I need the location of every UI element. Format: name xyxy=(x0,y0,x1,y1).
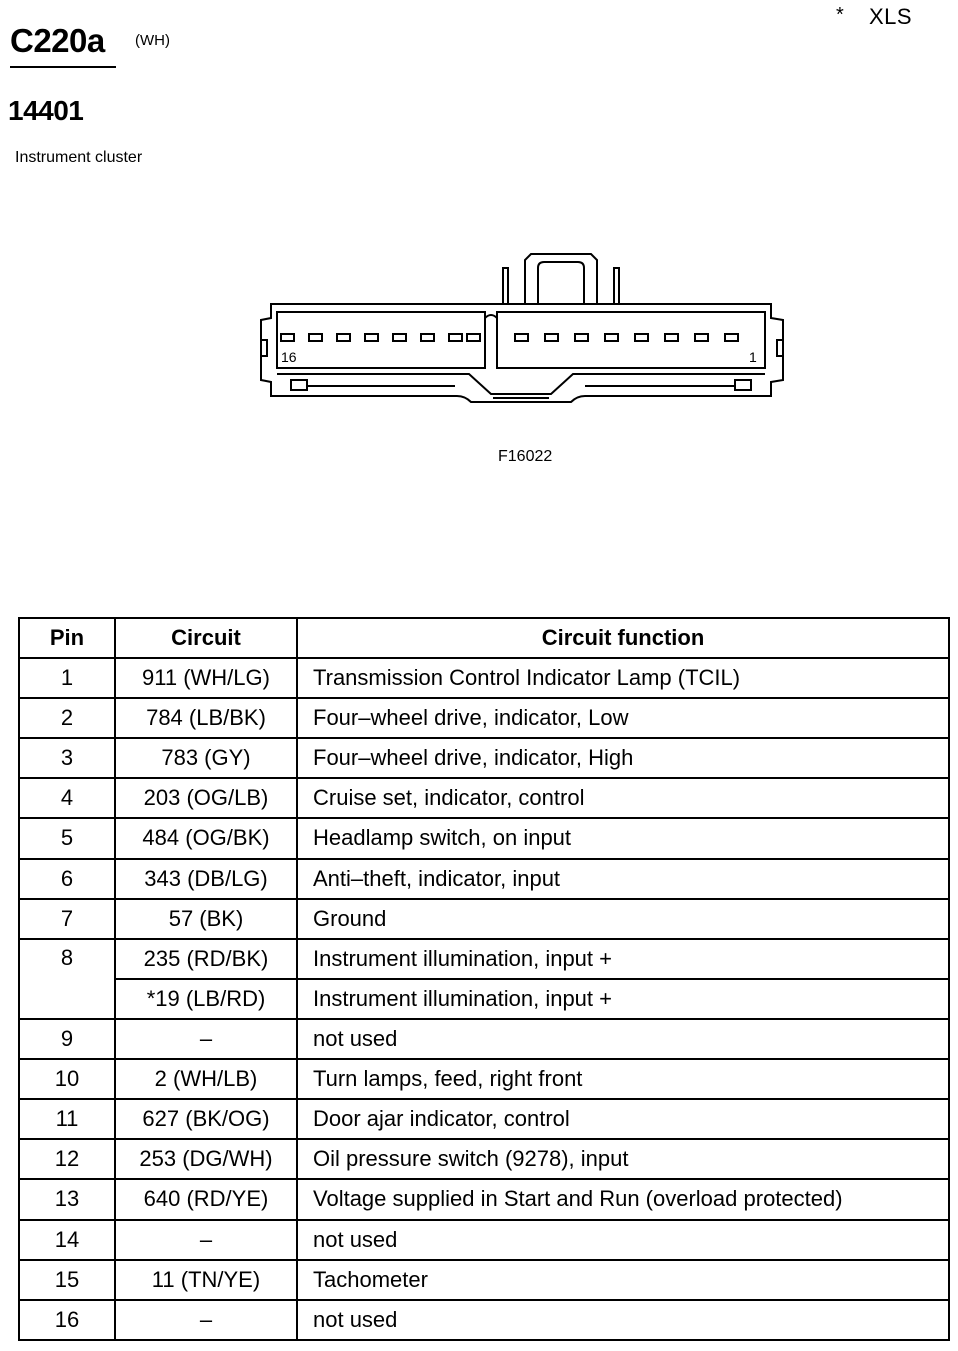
pin-cell: 3 xyxy=(18,737,116,780)
connector-latch xyxy=(524,253,598,304)
table-row: 13 640 (RD/YE) Voltage supplied in Start… xyxy=(18,1178,950,1221)
function-cell: Instrument illumination, input + xyxy=(296,937,950,980)
connector-latch-inner xyxy=(537,261,585,304)
pin-cell: 13 xyxy=(18,1178,116,1221)
circuit-cell: 640 (RD/YE) xyxy=(114,1178,298,1221)
connector-post-right xyxy=(613,267,620,304)
function-cell: Voltage supplied in Start and Run (overl… xyxy=(296,1178,950,1221)
circuit-cell: 911 (WH/LG) xyxy=(114,656,298,700)
pin-cell: 5 xyxy=(18,817,116,860)
pin-cell: 16 xyxy=(18,1298,116,1342)
function-cell: Ground xyxy=(296,897,950,940)
circuit-cell: – xyxy=(114,1218,298,1261)
circuit-cell: 343 (DB/LG) xyxy=(114,857,298,900)
circuit-cell: 784 (LB/BK) xyxy=(114,697,298,740)
variant-marker: * xyxy=(836,4,844,26)
table-row: 8 235 (RD/BK) Instrument illumination, i… xyxy=(18,937,950,1020)
table-row: 5 484 (OG/BK) Headlamp switch, on input xyxy=(18,817,950,860)
connector-side-tab-right xyxy=(776,339,783,357)
connector-foot-right xyxy=(734,379,752,391)
table-row: 9 – not used xyxy=(18,1017,950,1061)
function-cell: Anti–theft, indicator, input xyxy=(296,857,950,900)
pin-cell: 10 xyxy=(18,1058,116,1101)
connector-id: C220a xyxy=(10,22,105,59)
variant-label: XLS xyxy=(869,4,913,29)
circuit-cell: *19 (LB/RD) xyxy=(114,977,298,1020)
table-row: 10 2 (WH/LB) Turn lamps, feed, right fro… xyxy=(18,1058,950,1101)
pin-cell: 4 xyxy=(18,777,116,820)
table-row: 3 783 (GY) Four–wheel drive, indicator, … xyxy=(18,737,950,780)
circuit-cell: 203 (OG/LB) xyxy=(114,777,298,820)
table-row: 14 – not used xyxy=(18,1218,950,1261)
circuit-cell: 253 (DG/WH) xyxy=(114,1138,298,1181)
pin-label-1: 1 xyxy=(749,349,757,365)
figure-id: F16022 xyxy=(498,448,553,465)
connector-bottom-rail xyxy=(277,373,765,395)
function-cell: not used xyxy=(296,1218,950,1261)
pin-cell: 12 xyxy=(18,1138,116,1181)
function-cell: Tachometer xyxy=(296,1258,950,1301)
connector-foot-left xyxy=(290,379,308,391)
circuit-cell: 11 (TN/YE) xyxy=(114,1258,298,1301)
pin-cell: 9 xyxy=(18,1017,116,1061)
pinout-table: Pin Circuit Circuit function 1 911 (WH/L… xyxy=(18,617,950,1342)
function-cell: Cruise set, indicator, control xyxy=(296,777,950,820)
pin-cell: 1 xyxy=(18,656,116,700)
function-cell: Instrument illumination, input + xyxy=(296,977,950,1020)
table-row: 6 343 (DB/LG) Anti–theft, indicator, inp… xyxy=(18,857,950,900)
table-row: 2 784 (LB/BK) Four–wheel drive, indicato… xyxy=(18,697,950,740)
part-number: 14401 xyxy=(8,95,84,126)
pin-cavities-left xyxy=(280,333,481,342)
table-row: *19 (LB/RD) Instrument illumination, inp… xyxy=(19,977,950,1020)
circuit-cell: 783 (GY) xyxy=(114,737,298,780)
circuit-cell: – xyxy=(114,1017,298,1061)
table-row: 15 11 (TN/YE) Tachometer xyxy=(18,1258,950,1301)
connector-color: (WH) xyxy=(135,32,170,49)
function-cell: Transmission Control Indicator Lamp (TCI… xyxy=(296,656,950,700)
table-row: 16 – not used xyxy=(18,1298,950,1342)
table-row: 1 911 (WH/LG) Transmission Control Indic… xyxy=(18,656,950,700)
header-function: Circuit function xyxy=(296,617,950,659)
connector-face-diagram: 16 1 xyxy=(255,248,795,423)
function-cell: not used xyxy=(296,1298,950,1342)
function-cell: Four–wheel drive, indicator, Low xyxy=(296,697,950,740)
connector-body xyxy=(260,303,784,403)
header-circuit: Circuit xyxy=(114,617,298,659)
circuit-cell: 2 (WH/LB) xyxy=(114,1058,298,1101)
pin-cell: 2 xyxy=(18,697,116,740)
connector-side-tab-left xyxy=(261,339,268,357)
circuit-cell: 627 (BK/OG) xyxy=(114,1098,298,1141)
connector-key-slot xyxy=(484,314,498,368)
table-row: 12 253 (DG/WH) Oil pressure switch (9278… xyxy=(18,1138,950,1181)
circuit-cell: 235 (RD/BK) xyxy=(114,937,298,980)
pin-cell: 8 xyxy=(18,937,116,1020)
pin-cell: 15 xyxy=(18,1258,116,1301)
circuit-cell: 484 (OG/BK) xyxy=(114,817,298,860)
table-row: 11 627 (BK/OG) Door ajar indicator, cont… xyxy=(18,1098,950,1141)
pin-cell-value: 8 xyxy=(60,944,74,970)
connector-post-left xyxy=(502,267,509,304)
function-cell: Oil pressure switch (9278), input xyxy=(296,1138,950,1181)
function-cell: Turn lamps, feed, right front xyxy=(296,1058,950,1101)
function-cell: Door ajar indicator, control xyxy=(296,1098,950,1141)
pin-cell: 7 xyxy=(18,897,116,940)
pin-cell: 14 xyxy=(18,1218,116,1261)
circuit-cell: – xyxy=(114,1298,298,1342)
table-row: 4 203 (OG/LB) Cruise set, indicator, con… xyxy=(18,777,950,820)
function-cell: Headlamp switch, on input xyxy=(296,817,950,860)
header-pin: Pin xyxy=(18,617,116,659)
function-cell: not used xyxy=(296,1017,950,1061)
connector-id-underline xyxy=(10,66,116,68)
pin-cell: 11 xyxy=(18,1098,116,1141)
circuit-cell: 57 (BK) xyxy=(114,897,298,940)
component-name: Instrument cluster xyxy=(15,149,143,166)
table-header-row: Pin Circuit Circuit function xyxy=(18,617,950,659)
table-row: 7 57 (BK) Ground xyxy=(18,897,950,940)
pin-cell: 6 xyxy=(18,857,116,900)
pin-cavities-right xyxy=(514,333,739,342)
function-cell: Four–wheel drive, indicator, High xyxy=(296,737,950,780)
connector-drawing: 16 1 xyxy=(260,253,784,403)
pin-label-16: 16 xyxy=(281,349,297,365)
